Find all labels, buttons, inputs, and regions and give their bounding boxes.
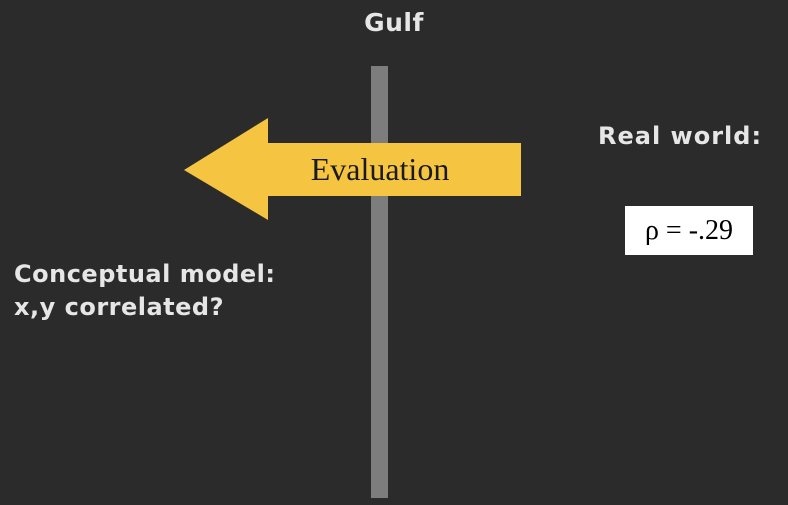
real-world-heading: Real world: [598, 122, 763, 150]
evaluation-arrow-shape [184, 118, 521, 220]
conceptual-model-text: Conceptual model: x,y correlated? [14, 258, 275, 324]
correlation-value-box: ρ = -.29 [625, 206, 753, 255]
gulf-title: Gulf [364, 8, 424, 37]
evaluation-arrow-label: Evaluation [310, 151, 450, 187]
conceptual-model-line-1: Conceptual model: [14, 260, 276, 288]
conceptual-model-line-2: x,y correlated? [14, 293, 225, 321]
